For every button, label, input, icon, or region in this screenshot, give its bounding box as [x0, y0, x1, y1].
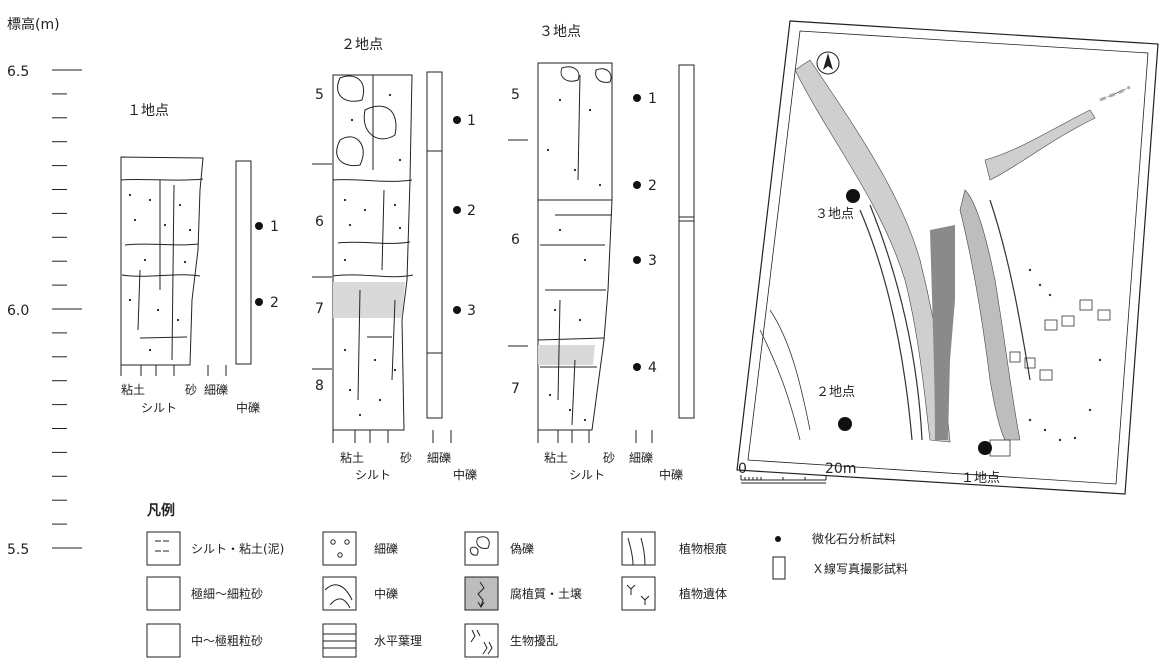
sample-dot-icon — [453, 206, 461, 214]
site-map — [736, 20, 1159, 495]
grain-label: 砂 — [400, 451, 413, 465]
sample-dot-icon — [255, 298, 263, 306]
grain-label: シルト — [569, 468, 606, 482]
sample-number: 2 — [270, 295, 279, 311]
tick-label-6-5: 6.5 — [7, 64, 30, 80]
grain-label: 細礫 — [427, 451, 452, 465]
column-site-2-dots — [343, 93, 402, 417]
legend-label: 植物遺体 — [679, 587, 728, 601]
sample-number: 2 — [467, 203, 476, 219]
sample-dot-icon — [255, 222, 263, 230]
map-site-label: ２地点 — [816, 385, 856, 400]
humus-soil-pattern — [464, 576, 499, 611]
legend-label: 細礫 — [374, 542, 399, 556]
site-3-marker — [846, 189, 860, 203]
map-site-label: ３地点 — [815, 207, 855, 222]
legend-label: 水平葉理 — [374, 634, 423, 648]
legend-symbol-label: Ｘ線写真撮影試料 — [812, 562, 909, 576]
bioturbation-pattern — [464, 623, 499, 658]
column-title-site-1: １地点 — [127, 103, 169, 119]
legend-label: 偽礫 — [510, 542, 535, 556]
sample-dot-icon — [633, 256, 641, 264]
grain-label: 細礫 — [204, 383, 229, 397]
sample-number: 1 — [648, 91, 657, 107]
legend-label: 腐植質・土壌 — [510, 587, 583, 601]
sample-number: 4 — [648, 360, 657, 376]
legend-label: 生物擾乱 — [510, 634, 559, 648]
site-1-marker — [978, 441, 992, 455]
elevation-axis — [52, 69, 82, 549]
grain-label: 細礫 — [629, 451, 654, 465]
grain-label: 砂 — [185, 383, 198, 397]
sample-number: 1 — [270, 219, 279, 235]
column-site-3-dots — [546, 98, 602, 422]
sample-dot-icon — [453, 116, 461, 124]
fine-sand-pattern — [146, 576, 181, 611]
sample-number: 3 — [467, 303, 476, 319]
scale-bar — [740, 475, 827, 484]
column-site-3 — [508, 62, 695, 443]
grain-label: シルト — [355, 468, 392, 482]
legend-title: 凡例 — [147, 503, 175, 519]
layer-number: 5 — [511, 87, 520, 103]
legend-label: 中～極粗粒砂 — [191, 634, 264, 648]
root-trace-pattern — [621, 531, 656, 566]
grain-label: シルト — [141, 401, 178, 415]
sample-number: 1 — [467, 113, 476, 129]
grain-label: 中礫 — [659, 468, 684, 482]
elevation-unit-label: 標高(m) — [7, 17, 60, 33]
medium-gravel-pattern — [322, 576, 357, 611]
grain-label: 中礫 — [236, 401, 261, 415]
tick-label-5-5: 5.5 — [7, 542, 30, 558]
pseudo-gravel-pattern — [464, 531, 499, 566]
sample-dots — [255, 94, 641, 371]
legend-label: シルト・粘土(泥) — [191, 542, 285, 556]
sample-dot-icon — [633, 363, 641, 371]
grain-label: 粘土 — [340, 451, 365, 465]
sample-number: 2 — [648, 178, 657, 194]
legend-swatches — [146, 531, 786, 658]
legend-label: 中礫 — [374, 587, 399, 601]
site-2-marker — [838, 417, 852, 431]
column-title-site-2: ２地点 — [341, 37, 383, 53]
column-title-site-3: ３地点 — [539, 24, 581, 40]
coarse-sand-pattern — [146, 623, 181, 658]
fine-gravel-pattern — [322, 531, 357, 566]
sample-dot-icon — [633, 94, 641, 102]
grain-label: 粘土 — [544, 451, 569, 465]
layer-number: 6 — [511, 232, 520, 248]
layer-number: 6 — [315, 214, 324, 230]
sample-dot-icon — [775, 536, 781, 542]
grain-label: 粘土 — [121, 383, 146, 397]
column-site-2 — [312, 71, 452, 443]
column-site-1 — [120, 156, 252, 376]
legend-label: 極細～細粒砂 — [191, 587, 264, 601]
scale-end-label: 20m — [825, 461, 857, 477]
layer-number: 7 — [511, 381, 520, 397]
sample-number: 3 — [648, 253, 657, 269]
layer-number: 8 — [315, 378, 324, 394]
tick-label-6-0: 6.0 — [7, 303, 30, 319]
sample-dot-icon — [633, 181, 641, 189]
silt-clay-pattern — [146, 531, 181, 566]
layer-number: 5 — [315, 87, 324, 103]
grain-label: 中礫 — [453, 468, 478, 482]
grain-label: 砂 — [603, 451, 616, 465]
layer-number: 7 — [315, 301, 324, 317]
column-site-1-dots — [128, 193, 192, 352]
legend-symbol-label: 微化石分析試料 — [812, 532, 897, 546]
map-site-label: １地点 — [961, 471, 1001, 486]
legend-label: 植物根痕 — [679, 542, 728, 556]
xray-rect-icon — [772, 556, 786, 580]
plant-remains-pattern — [621, 576, 656, 611]
scale-zero-label: 0 — [738, 461, 747, 477]
sample-dot-icon — [453, 306, 461, 314]
